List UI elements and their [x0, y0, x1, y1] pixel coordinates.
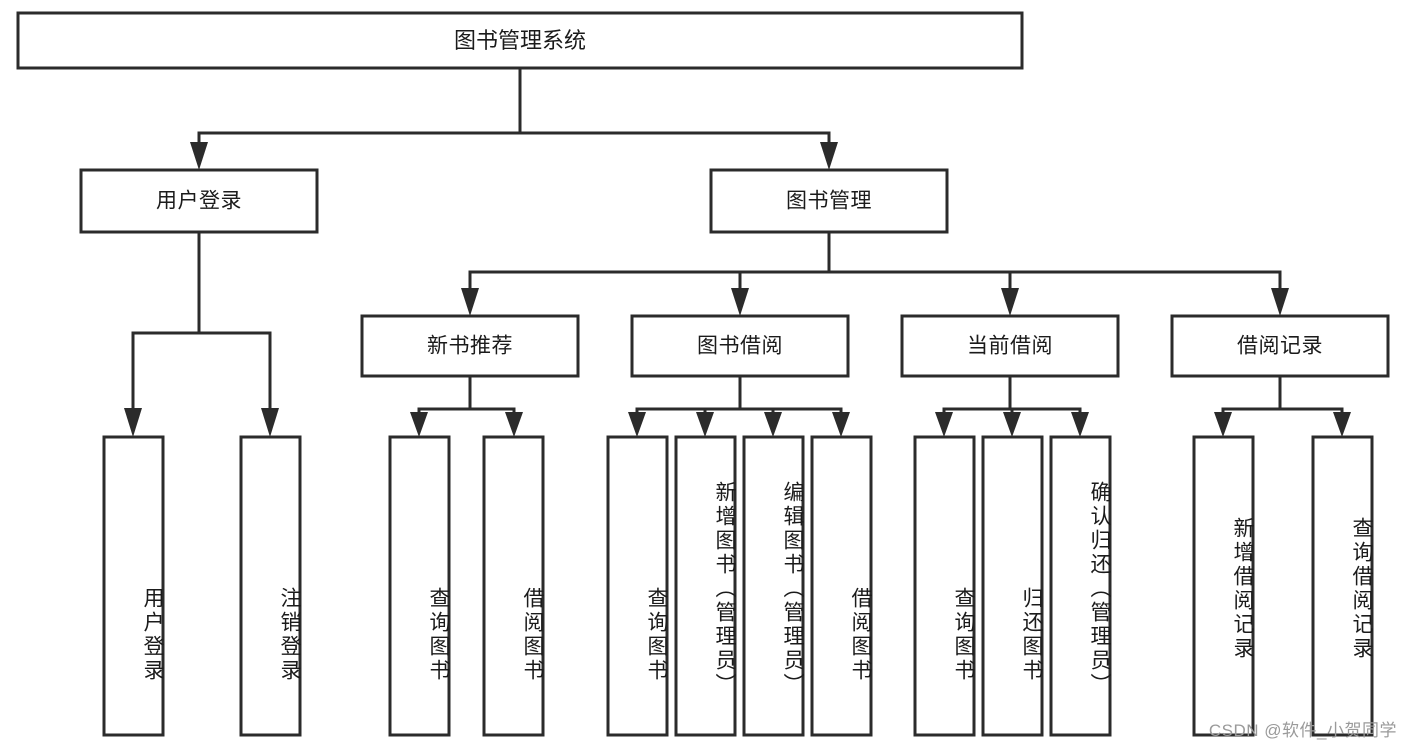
node-current-borrow-label: 当前借阅: [967, 335, 1053, 358]
node-book-borrow-label: 图书借阅: [697, 335, 783, 358]
connector-group: [124, 66, 1351, 437]
leaf-query-book-3-box[interactable]: [913, 435, 976, 737]
node-new-book-rec[interactable]: 新书推荐: [360, 314, 580, 378]
node-root[interactable]: 图书管理系统: [16, 11, 1024, 70]
arrow-head-leaf-query-book-3: [935, 412, 953, 437]
arrow-head-leaf-add-book: [696, 412, 714, 437]
node-book-manage-label: 图书管理: [786, 190, 872, 213]
node-book-borrow[interactable]: 图书借阅: [630, 314, 850, 378]
watermark-text: CSDN @软件_小贺同学: [1208, 721, 1397, 740]
node-borrow-record-box[interactable]: [1170, 314, 1390, 378]
arrow-head-book-borrow: [731, 288, 749, 316]
arrow-head-book-manage: [820, 142, 838, 170]
leaf-logout-box[interactable]: [239, 435, 302, 737]
leaf-edit-book-box[interactable]: [742, 435, 805, 737]
node-root-box[interactable]: [16, 11, 1024, 70]
node-user-login[interactable]: 用户登录: [79, 168, 319, 234]
leaf-borrow-book-2-box[interactable]: [810, 435, 873, 737]
leaf-query-book-2-box[interactable]: [606, 435, 669, 737]
node-borrow-record[interactable]: 借阅记录: [1170, 314, 1390, 378]
arrow-head-leaf-query-record: [1333, 412, 1351, 437]
leaf-return-book-box[interactable]: [981, 435, 1044, 737]
node-book-manage[interactable]: 图书管理: [709, 168, 949, 234]
leaf-add-book-box[interactable]: [674, 435, 737, 737]
arrow-head-leaf-return-book: [1003, 412, 1021, 437]
node-user-login-box[interactable]: [79, 168, 319, 234]
arrow-head-borrow-record: [1271, 288, 1289, 316]
leaf-borrow-book-1-box[interactable]: [482, 435, 545, 737]
node-user-login-label: 用户登录: [156, 190, 242, 213]
node-book-borrow-box[interactable]: [630, 314, 850, 378]
arrow-head-leaf-borrow-book-1: [505, 412, 523, 437]
leaf-node-boxes: [102, 435, 1374, 737]
leaf-query-record-box[interactable]: [1311, 435, 1374, 737]
node-book-manage-box[interactable]: [709, 168, 949, 234]
arrow-head-leaf-user-login: [124, 408, 142, 437]
arrow-head-leaf-edit-book: [764, 412, 782, 437]
arrow-head-leaf-query-book-2: [628, 412, 646, 437]
arrow-head-current-borrow: [1001, 288, 1019, 316]
node-new-book-rec-box[interactable]: [360, 314, 580, 378]
node-new-book-rec-label: 新书推荐: [427, 335, 513, 358]
leaf-user-login-box[interactable]: [102, 435, 165, 737]
node-current-borrow[interactable]: 当前借阅: [900, 314, 1120, 378]
arrow-head-leaf-add-record: [1214, 412, 1232, 437]
leaf-add-record-box[interactable]: [1192, 435, 1255, 737]
arrow-head-leaf-borrow-book-2: [832, 412, 850, 437]
node-current-borrow-box[interactable]: [900, 314, 1120, 378]
leaf-query-book-1-box[interactable]: [388, 435, 451, 737]
arrow-head-user-login: [190, 142, 208, 170]
arrow-head-leaf-query-book-1: [410, 412, 428, 437]
leaf-confirm-return-box[interactable]: [1049, 435, 1112, 737]
node-root-label: 图书管理系统: [454, 28, 586, 53]
node-borrow-record-label: 借阅记录: [1237, 335, 1323, 358]
arrow-head-new-book-rec: [461, 288, 479, 316]
arrow-head-leaf-confirm-return: [1071, 412, 1089, 437]
arrow-head-leaf-logout: [261, 408, 279, 437]
